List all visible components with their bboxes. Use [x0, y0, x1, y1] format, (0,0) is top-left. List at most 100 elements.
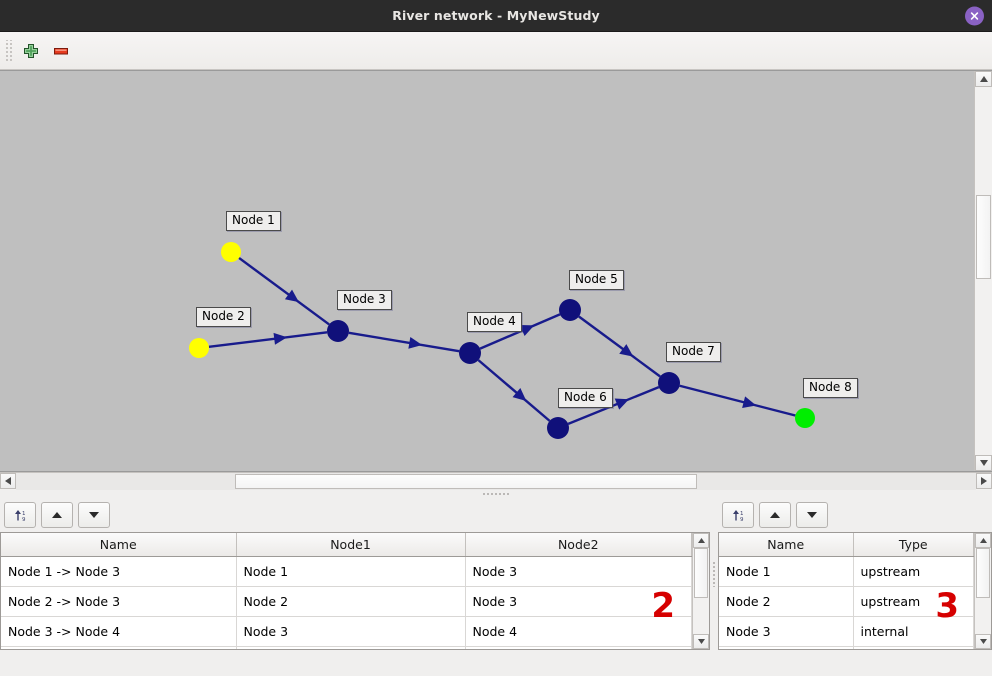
table-cell[interactable]: internal — [853, 616, 974, 647]
graph-hscroll-track[interactable] — [16, 473, 976, 490]
graph-node[interactable] — [459, 342, 481, 364]
graph-node-label[interactable]: Node 3 — [337, 290, 392, 310]
table-cell[interactable]: Node 2 -> Node 3 — [1, 586, 237, 617]
column-header[interactable]: Name — [1, 533, 237, 557]
network-graph-pane[interactable]: Node 1 Node 2 Node 3 Node 4 Node 5 Node 6 Node… — [0, 70, 992, 472]
column-header[interactable]: Node1 — [236, 533, 466, 557]
graph-edge[interactable] — [208, 331, 328, 348]
nodes-vscroll-track[interactable] — [975, 548, 991, 634]
reaches-sort-button[interactable]: 1 9 — [4, 502, 36, 528]
table-cell[interactable]: Node 1 — [236, 556, 466, 587]
nodes-move-up-button[interactable] — [759, 502, 791, 528]
table-cell[interactable]: Node 3 — [465, 586, 692, 617]
table-cell[interactable]: upstream — [853, 556, 974, 587]
graph-edge[interactable] — [238, 256, 330, 326]
graph-node-label[interactable]: Node 8 — [803, 378, 858, 398]
graph-edge[interactable] — [679, 384, 796, 417]
graph-edge[interactable] — [578, 315, 661, 378]
reaches-scroll-up-arrow-icon[interactable] — [693, 533, 709, 548]
column-header[interactable]: Node2 — [465, 533, 692, 557]
graph-node[interactable] — [559, 299, 581, 321]
table-cell[interactable]: Node 3 — [719, 616, 854, 647]
scroll-up-arrow-icon[interactable] — [975, 71, 992, 87]
nodes-scroll-down-arrow-icon[interactable] — [975, 634, 991, 649]
reaches-vscroll-track[interactable] — [693, 548, 709, 634]
reaches-move-down-button[interactable] — [78, 502, 110, 528]
graph-hscroll-thumb[interactable] — [235, 474, 697, 489]
toolbar-grip[interactable] — [4, 39, 13, 62]
table-cell[interactable]: Node 3 — [465, 556, 692, 587]
table-cell[interactable]: Node 1 — [719, 556, 854, 587]
nodes-vscroll-thumb[interactable] — [976, 548, 990, 598]
table-cell[interactable]: upstream — [853, 586, 974, 617]
table-cell[interactable]: Node 4 — [465, 616, 692, 647]
close-icon[interactable] — [965, 6, 984, 25]
table-cell[interactable]: Node 3 -> Node 4 — [1, 616, 237, 647]
graph-vertical-scrollbar[interactable] — [974, 71, 992, 471]
graph-vscroll-track[interactable] — [975, 87, 992, 455]
nodes-sort-button[interactable]: 1 9 — [722, 502, 754, 528]
graph-edge[interactable] — [348, 331, 460, 353]
graph-node[interactable] — [221, 242, 241, 262]
remove-node-button[interactable] — [46, 36, 76, 66]
graph-node[interactable] — [327, 320, 349, 342]
reaches-vscroll-thumb[interactable] — [694, 548, 708, 598]
table-cell[interactable]: Node 5 — [465, 646, 692, 649]
scroll-down-arrow-icon[interactable] — [975, 455, 992, 471]
reaches-vertical-scrollbar[interactable] — [692, 533, 709, 649]
table-cell[interactable]: Node 3 — [236, 616, 466, 647]
reaches-scroll-down-arrow-icon[interactable] — [693, 634, 709, 649]
graph-node[interactable] — [547, 417, 569, 439]
graph-node[interactable] — [189, 338, 209, 358]
graph-edge[interactable] — [567, 386, 660, 425]
horizontal-splitter[interactable] — [0, 490, 992, 498]
table-cell[interactable]: Node 4 — [719, 646, 854, 649]
graph-node-label[interactable]: Node 2 — [196, 307, 251, 327]
graph-edge[interactable] — [477, 359, 551, 422]
graph-node-label[interactable]: Node 5 — [569, 270, 624, 290]
vertical-splitter[interactable] — [710, 498, 718, 650]
table-cell[interactable]: Node 1 -> Node 3 — [1, 556, 237, 587]
graph-node[interactable] — [795, 408, 815, 428]
add-node-button[interactable] — [16, 36, 46, 66]
scroll-left-arrow-icon[interactable] — [0, 473, 16, 489]
table-cell[interactable]: Node 2 — [719, 586, 854, 617]
table-cell[interactable]: internal — [853, 646, 974, 649]
graph-node-label[interactable]: Node 1 — [226, 211, 281, 231]
table-cell[interactable]: Node 4 — [236, 646, 466, 649]
graph-vscroll-thumb[interactable] — [976, 195, 991, 279]
table-row[interactable]: Node 4internal — [719, 646, 974, 649]
graph-node-label[interactable]: Node 7 — [666, 342, 721, 362]
graph-node-label[interactable]: Node 4 — [467, 312, 522, 332]
column-header[interactable]: Type — [853, 533, 974, 557]
graph-horizontal-scrollbar[interactable] — [0, 472, 992, 490]
graph-node[interactable] — [658, 372, 680, 394]
nodes-scroll-up-arrow-icon[interactable] — [975, 533, 991, 548]
reaches-move-up-button[interactable] — [41, 502, 73, 528]
table-cell[interactable]: Node 4 -> Node 5 — [1, 646, 237, 649]
network-graph-canvas[interactable] — [0, 71, 992, 471]
nodes-move-down-button[interactable] — [796, 502, 828, 528]
scroll-right-arrow-icon[interactable] — [976, 473, 992, 489]
graph-node-label[interactable]: Node 6 — [558, 388, 613, 408]
table-cell[interactable]: Node 2 — [236, 586, 466, 617]
column-header[interactable]: Name — [719, 533, 854, 557]
nodes-vertical-scrollbar[interactable] — [974, 533, 991, 649]
